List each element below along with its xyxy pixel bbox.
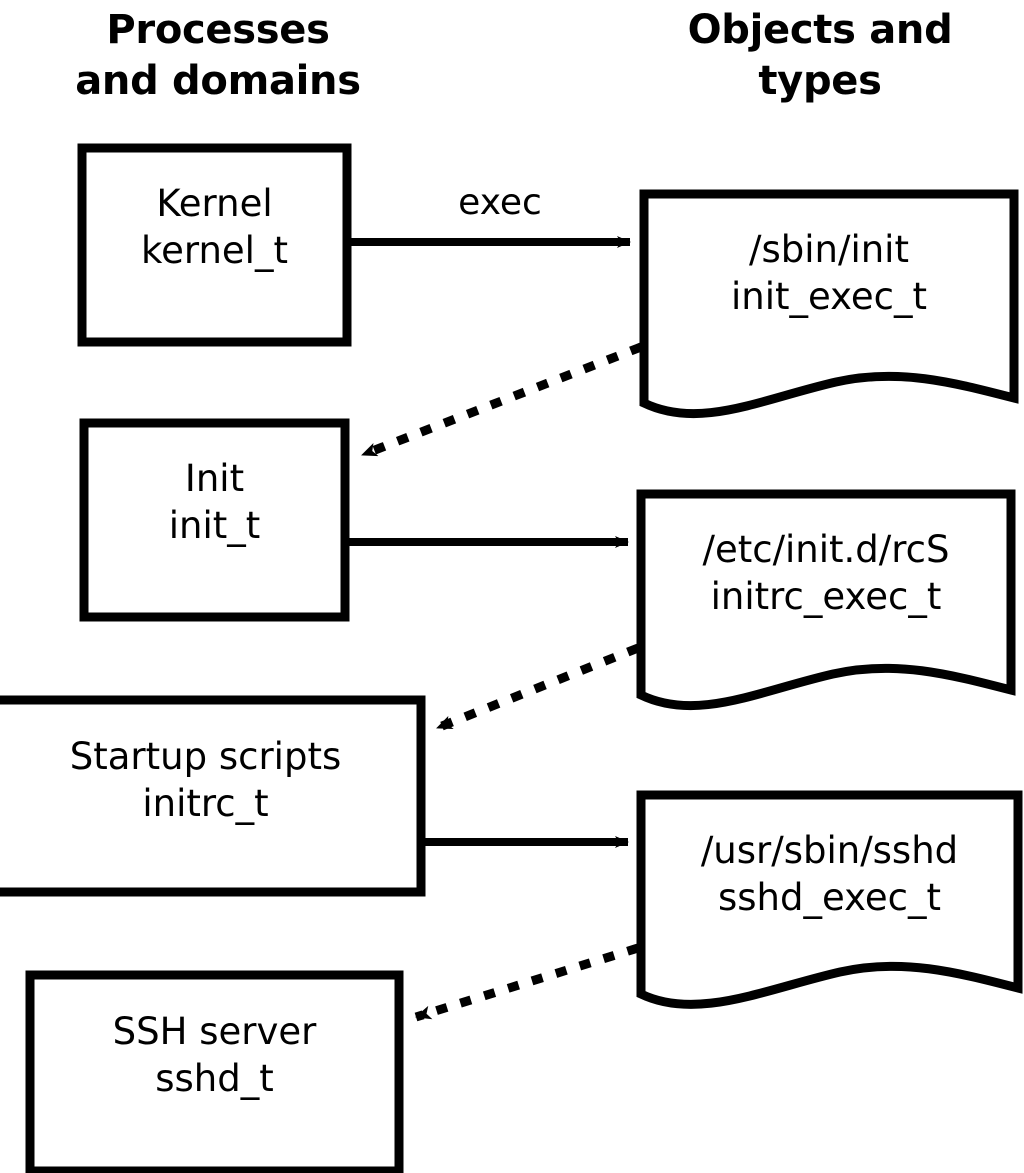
edge-label-exec: exec: [458, 182, 542, 223]
edge-initrc-exec-to-initrc: [435, 643, 640, 733]
process-box-kernel[interactable]: [77, 143, 352, 347]
edge-init-exec-to-init: [360, 342, 643, 460]
edge-sshd-exec-to-sshd: [414, 943, 640, 1022]
column-header-objects-and-types: Objects and types: [687, 7, 953, 105]
object-doc-sshd-exec[interactable]: [636, 790, 1023, 1009]
process-box-sshd[interactable]: [25, 970, 404, 1173]
process-box-init[interactable]: [79, 418, 350, 622]
object-doc-initrc-exec[interactable]: [636, 489, 1016, 711]
column-header-processes-and-domains: Processes and domains: [75, 7, 361, 105]
object-doc-init-exec[interactable]: [639, 189, 1019, 419]
process-box-initrc[interactable]: [0, 695, 426, 897]
